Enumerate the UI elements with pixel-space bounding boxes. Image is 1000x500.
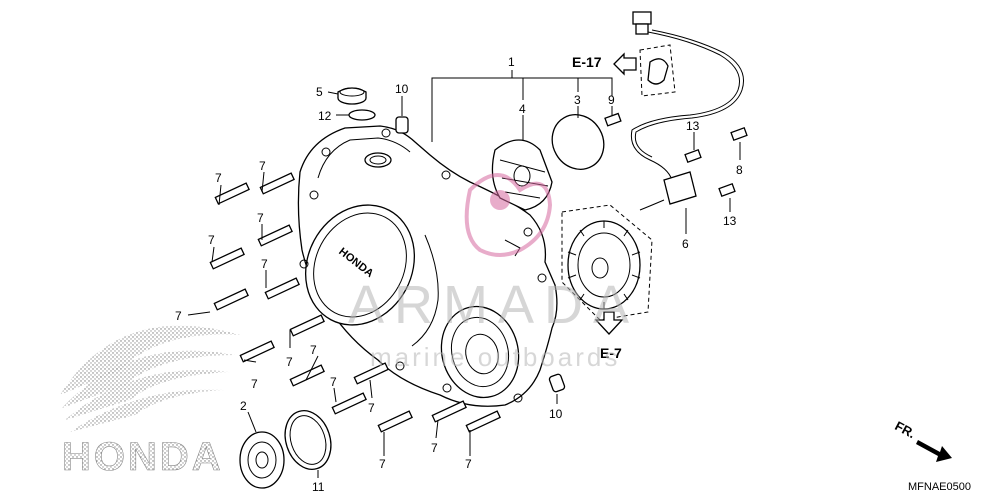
watermark-main-text: ARMADA: [348, 275, 639, 335]
callout-7m: 7: [431, 441, 438, 455]
callout-7h: 7: [286, 355, 293, 369]
ref-e17-group: E-17: [572, 52, 637, 76]
callout-7f: 7: [261, 257, 268, 271]
callout-6: 6: [682, 237, 689, 251]
callout-10-lower: 10: [549, 407, 563, 421]
wire-harness: [630, 11, 744, 181]
callout-11: 11: [312, 480, 325, 494]
bolt-part-13-lower: [718, 183, 736, 197]
bolt-part-9: [604, 112, 622, 127]
callout-3: 3: [574, 93, 581, 107]
dowel-pin-part-10-lower: [548, 373, 566, 393]
stator-group-outline: [561, 204, 653, 321]
callout-7j: 7: [330, 375, 337, 389]
callout-2: 2: [240, 399, 247, 413]
honda-wing-logo: HONDA: [60, 325, 240, 479]
o-ring-part-12: [348, 109, 376, 121]
dowel-pin-part-10-upper: [395, 116, 409, 134]
callout-7d: 7: [257, 211, 264, 225]
callout-8: 8: [736, 163, 743, 177]
clip-part: [647, 58, 669, 85]
watermark: ARMADA marine outboards: [348, 173, 639, 372]
bolt-part-8: [730, 127, 748, 141]
callout-7g: 7: [251, 377, 258, 391]
callout-7b: 7: [259, 159, 266, 173]
ref-e17-label: E-17: [572, 54, 602, 70]
stator-part: [567, 220, 641, 310]
front-direction-indicator: FR.: [892, 418, 952, 462]
callout-5: 5: [316, 85, 323, 99]
watermark-sub-text: marine outboards: [370, 342, 620, 372]
clip-group-outline: [639, 44, 676, 97]
callout-9: 9: [608, 93, 615, 107]
front-arrow-icon: [916, 440, 952, 462]
callout-7e: 7: [175, 309, 182, 323]
callout-7l: 7: [379, 457, 386, 471]
callout-7i: 7: [310, 343, 317, 357]
callout-7k: 7: [368, 401, 375, 415]
diagram-code: MFNAE0500: [908, 481, 971, 493]
ref-e7-label: E-7: [600, 345, 622, 361]
callout-13-upper: 13: [686, 119, 700, 133]
callout-10-upper: 10: [395, 82, 409, 96]
callout-7c: 7: [208, 233, 215, 247]
callout-13-lower: 13: [723, 214, 737, 228]
callout-4: 4: [519, 102, 526, 116]
callout-12: 12: [318, 109, 332, 123]
pulser-part-6: [639, 171, 697, 211]
leader-lines: [187, 70, 741, 478]
o-ring-part-11: [284, 410, 332, 470]
front-label: FR.: [892, 418, 918, 441]
bolt-part-13-upper: [684, 149, 702, 163]
callout-labels: 1 4 3 9 5 12 10 10 13 8 13 6 2 11 7 7 7 …: [175, 55, 743, 494]
honda-brand-text: HONDA: [62, 435, 224, 479]
cap-part-2: [239, 431, 285, 489]
callout-7n: 7: [465, 457, 472, 471]
ref-e7-group: E-7: [594, 311, 624, 361]
rotor-part-4: [491, 139, 553, 211]
filler-cap-part-5: [337, 87, 367, 105]
callout-7a: 7: [215, 171, 222, 185]
shim-part-3: [551, 114, 605, 170]
callout-1: 1: [508, 55, 515, 69]
